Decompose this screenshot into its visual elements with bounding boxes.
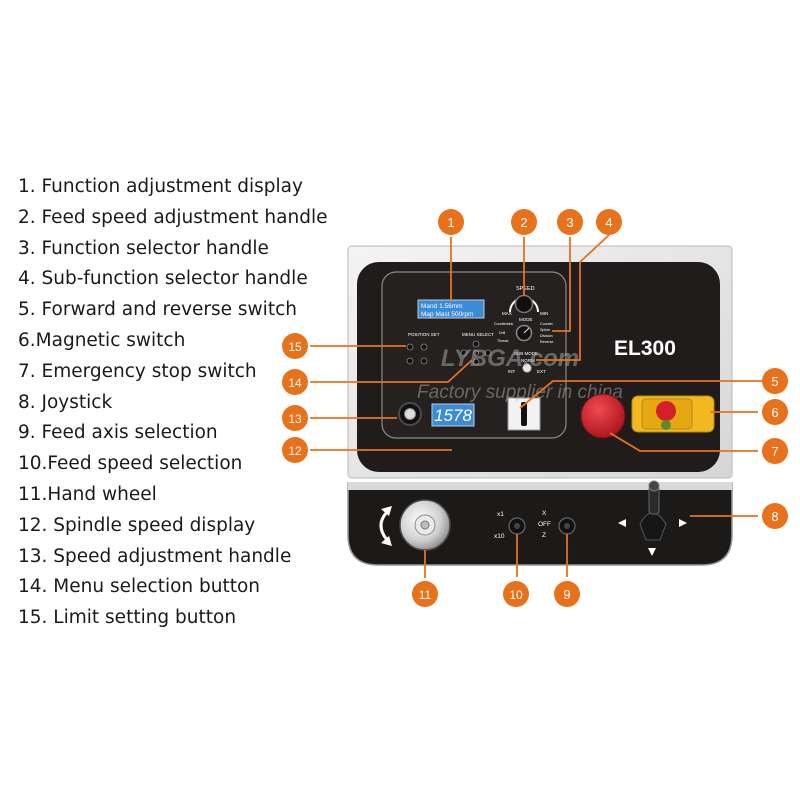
function-display-line2: Map Mast 500rpm (421, 311, 473, 318)
svg-text:5: 5 (771, 374, 778, 389)
legend-item-14: 14. Menu selection button (18, 576, 261, 598)
legend-item-11: 11.Hand wheel (18, 483, 157, 505)
norm-label: NORM (521, 358, 535, 363)
svg-text:8: 8 (771, 509, 778, 524)
mode-label: MODE (519, 317, 533, 322)
svg-text:12: 12 (288, 444, 302, 458)
ext-label: EXT (537, 369, 546, 374)
legend-item-13: 13. Speed adjustment handle (18, 545, 292, 567)
mode-right-3: Division (540, 334, 553, 338)
magnetic-switch-stop-button[interactable] (656, 401, 676, 421)
callout-1: 1 (438, 209, 464, 235)
legend-item-9: 9. Feed axis selection (18, 422, 218, 444)
rotation-arrowhead-bottom-icon (381, 536, 392, 546)
svg-text:1: 1 (447, 215, 454, 230)
sub-function-selector-knob[interactable] (522, 363, 532, 373)
menu-select-label: MENU SELECT (462, 332, 494, 337)
magnetic-switch-start-button[interactable] (661, 420, 671, 430)
function-display-line1: Mand 1.56mm (421, 303, 463, 310)
legend-item-7: 7. Emergency stop switch (18, 360, 257, 382)
lower-panel (347, 482, 733, 566)
svg-text:11: 11 (419, 588, 432, 602)
svg-text:7: 7 (771, 444, 778, 459)
menu-selection-buttons[interactable] (460, 340, 492, 366)
legend-item-12: 12. Spindle speed display (18, 514, 256, 536)
callout-14: 14 (282, 369, 308, 395)
callout-3: 3 (557, 209, 583, 235)
mode-left-3: Thread (497, 339, 508, 343)
legend-item-2: 2. Feed speed adjustment handle (18, 206, 328, 228)
callout-9: 9 (554, 581, 580, 607)
speed-adjustment-knob-cap (404, 408, 416, 420)
callout-13: 13 (282, 405, 308, 431)
feed-speed-knob[interactable] (514, 294, 534, 314)
sub-mode-label: SUB MODE (514, 351, 538, 356)
mode-right-2: Spline (540, 328, 550, 332)
x-axis-label: X (542, 510, 547, 517)
legend-item-5: 5. Forward and reverse switch (18, 299, 297, 321)
callout-5: 5 (762, 368, 788, 394)
legend-item-4: 4. Sub-function selector handle (18, 268, 308, 290)
hand-wheel-center (420, 520, 430, 530)
legend-item-15: 15. Limit setting button (18, 607, 237, 629)
svg-text:3: 3 (566, 215, 573, 230)
z-axis-label: Z (542, 532, 546, 539)
mode-left-1: Countersink (494, 322, 513, 326)
callout-7: 7 (762, 438, 788, 464)
svg-text:10: 10 (509, 588, 523, 602)
mode-left-2: Drill (499, 331, 505, 335)
limit-setting-buttons[interactable] (406, 343, 428, 365)
x10-label: x10 (494, 533, 505, 540)
mode-right-1: Counter (540, 322, 554, 326)
lower-panel-top-strip (348, 482, 732, 490)
callout-11: 11 (412, 581, 438, 607)
off-label: OFF (538, 521, 551, 528)
svg-text:14: 14 (288, 376, 302, 390)
speed-max-label: MAX (502, 311, 512, 316)
svg-text:13: 13 (288, 412, 302, 426)
function-selector-pointer (523, 327, 530, 334)
legend-item-8: 8. Joystick (18, 391, 113, 413)
svg-text:2: 2 (520, 215, 527, 230)
legend-item-1: 1. Function adjustment display (18, 176, 303, 197)
legend-item-10: 10.Feed speed selection (18, 453, 243, 475)
svg-text:6: 6 (771, 405, 778, 420)
callout-12: 12 (282, 437, 308, 463)
callout-4: 4 (596, 209, 622, 235)
joystick-right-arrow-icon (679, 519, 687, 527)
legend-item-6: 6.Magnetic switch (18, 329, 186, 351)
svg-text:4: 4 (605, 215, 612, 230)
svg-text:9: 9 (563, 587, 570, 602)
speed-min-label: MIN (540, 311, 548, 316)
callout-8: 8 (762, 503, 788, 529)
feed-axis-selector-cap (564, 523, 570, 529)
forward-reverse-switch-lever (521, 402, 527, 426)
callout-6: 6 (762, 399, 788, 425)
rotation-arrow-icon (379, 510, 389, 541)
model-name: EL300 (614, 337, 676, 360)
leader-lines (310, 234, 773, 578)
int-label: INT (508, 369, 516, 374)
spindle-speed-value: 1578 (434, 406, 472, 425)
legend-list: 1. Function adjustment display 2. Feed s… (18, 172, 327, 634)
spindle-speed-display (431, 403, 475, 427)
emergency-stop-button[interactable] (580, 393, 626, 439)
feed-speed-selector-cap (514, 523, 520, 529)
position-set-label: POSITION SET (408, 332, 440, 337)
rotation-arrowhead-top-icon (381, 506, 392, 516)
callout-2: 2 (511, 209, 537, 235)
legend-item-3: 3. Function selector handle (18, 237, 269, 259)
x1-label: x1 (497, 511, 504, 518)
speed-label: SPEED (516, 286, 535, 292)
joystick-left-arrow-icon (618, 519, 626, 527)
callout-15: 15 (282, 333, 308, 359)
watermark-line1: LYBGA.com (441, 345, 579, 372)
joystick[interactable] (639, 480, 667, 541)
watermark-line2: Factory supplier in china (417, 382, 623, 403)
mode-right-4: Reverse (540, 340, 553, 344)
svg-text:15: 15 (288, 340, 302, 354)
joystick-down-arrow-icon (648, 548, 656, 556)
callout-10: 10 (503, 581, 529, 607)
